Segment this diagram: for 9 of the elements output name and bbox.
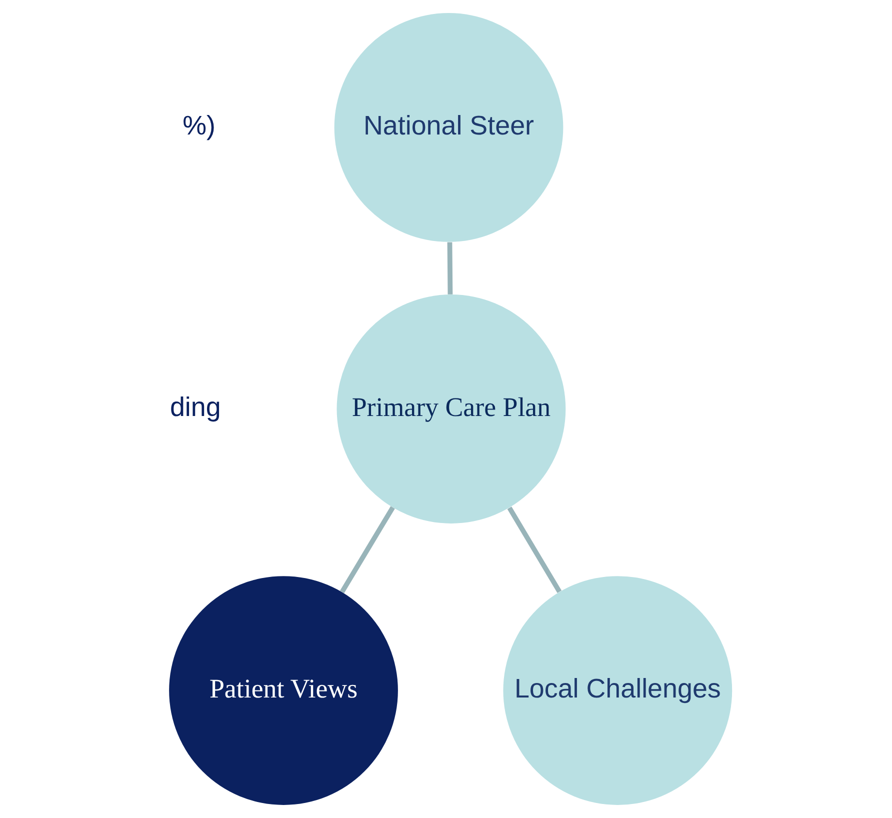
node-circle: Primary Care Plan — [336, 294, 566, 524]
label: ding — [170, 392, 221, 422]
label: %) — [182, 110, 216, 140]
node-circle: Local Challenges — [503, 576, 732, 805]
node-circle: National Steer — [334, 13, 564, 242]
connector — [447, 242, 453, 294]
connector — [507, 506, 562, 593]
node-circle: Patient Views — [169, 576, 398, 805]
connector — [340, 506, 395, 594]
